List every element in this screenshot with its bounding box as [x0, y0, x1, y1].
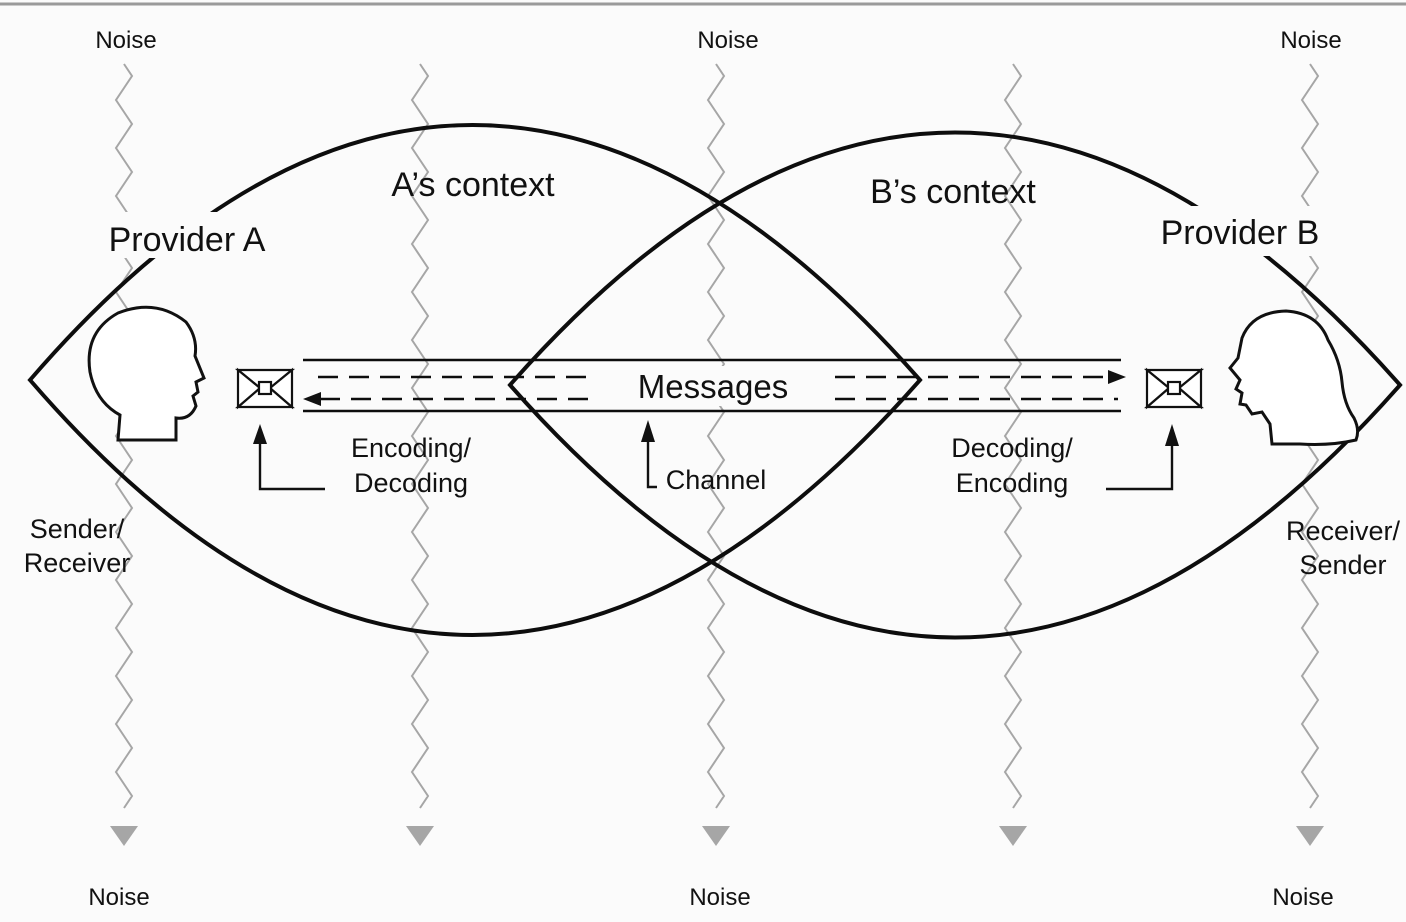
noise-wave-1-arrowhead — [110, 826, 138, 846]
provider-a-head-icon — [87, 305, 206, 442]
provider-b-label-bg — [1150, 206, 1336, 256]
noise-label-top-right: Noise — [1280, 27, 1341, 54]
a-context-lens — [27, 123, 923, 637]
noise-wave-1 — [114, 63, 134, 809]
codec-icon-left — [234, 367, 296, 410]
noise-wave-5-arrowhead — [1296, 826, 1324, 846]
messages-label-bg — [612, 366, 816, 406]
message-arrow-left — [303, 392, 321, 406]
channel-pointer-arrowhead — [641, 420, 655, 442]
provider-a-label: Provider A — [109, 221, 266, 259]
codec-icon-right — [1143, 367, 1205, 410]
a-context-label: A’s context — [391, 166, 555, 204]
decoding-pointer-arrow — [1106, 443, 1174, 491]
noise-lines — [110, 63, 1324, 846]
encoding-pointer-arrow — [258, 440, 325, 491]
provider-a-label-bg — [96, 212, 280, 258]
noise-wave-3 — [706, 63, 726, 809]
encoding-decoding-label-line1: Encoding/ — [351, 433, 472, 463]
encoding-decoding-label-line2: Decoding — [354, 468, 468, 498]
decoding-encoding-label-line1: Decoding/ — [951, 433, 1073, 463]
message-arrow-right — [1108, 370, 1126, 384]
receiver-sender-label-line2: Sender — [1299, 550, 1386, 580]
channel-pointer-arrow — [646, 438, 657, 489]
provider-b-label: Provider B — [1161, 214, 1320, 252]
encoding-pointer-arrowhead — [253, 424, 267, 444]
noise-wave-2-arrowhead — [406, 826, 434, 846]
noise-wave-4-arrowhead — [999, 826, 1027, 846]
sender-receiver-label-line2: Receiver — [24, 548, 131, 578]
decoding-pointer-arrowhead — [1165, 424, 1179, 446]
b-context-lens — [507, 130, 1403, 640]
noise-label-bottom-center: Noise — [689, 884, 750, 911]
noise-wave-3-arrowhead — [702, 826, 730, 846]
noise-wave-2 — [410, 63, 430, 809]
provider-b-head-icon — [1228, 309, 1360, 446]
noise-label-bottom-left: Noise — [88, 884, 149, 911]
decoding-encoding-label-line2: Encoding — [956, 468, 1069, 498]
b-context-label: B’s context — [870, 173, 1036, 211]
noise-wave-4 — [1003, 63, 1023, 809]
sender-receiver-label-line1: Sender/ — [30, 514, 125, 544]
receiver-sender-label-line1: Receiver/ — [1286, 516, 1401, 546]
messages-label: Messages — [638, 368, 788, 405]
noise-label-top-left: Noise — [95, 27, 156, 54]
noise-label-bottom-right: Noise — [1272, 884, 1333, 911]
noise-label-top-center: Noise — [697, 27, 758, 54]
channel-label: Channel — [666, 465, 767, 495]
